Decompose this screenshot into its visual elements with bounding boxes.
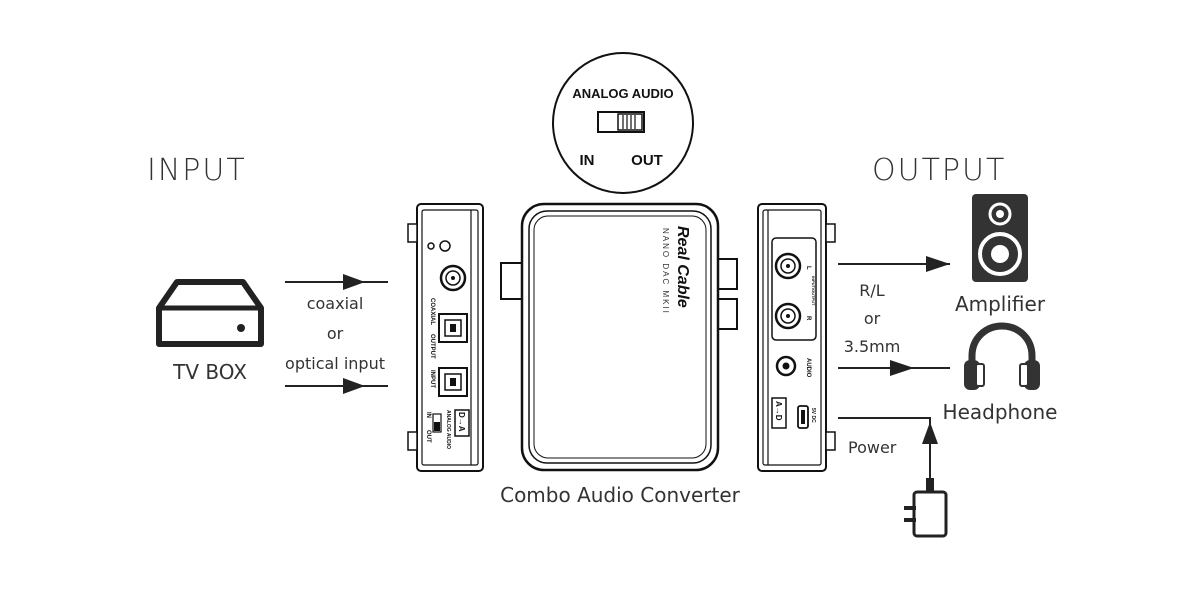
brand-logo: Real Cable — [674, 226, 691, 308]
callout-title: ANALOG AUDIO — [572, 86, 674, 101]
arrow-right-icon — [343, 274, 365, 290]
input-or-label: or — [326, 324, 344, 343]
rca-io-label: INPUT/OUTPUT — [811, 276, 816, 306]
rl-label: R/L — [859, 281, 885, 300]
rca-l-label: L — [805, 266, 811, 270]
optical-output-port — [438, 313, 468, 343]
callout-in: IN — [579, 152, 595, 169]
arrow-right-icon — [343, 378, 365, 394]
power-label: Power — [848, 438, 897, 457]
input-heading: INPUT — [147, 153, 247, 188]
left-mode-badge: D→A — [457, 412, 466, 432]
tv-box-icon — [156, 279, 264, 347]
analog-switch-small — [432, 413, 442, 433]
power-adapter-icon — [904, 478, 948, 538]
optical-label: optical input — [285, 354, 385, 373]
device-body: Real Cable NANO DAC MKII — [520, 202, 720, 472]
audio-port-label: AUDIO — [805, 358, 811, 378]
power-line — [838, 417, 938, 492]
rca-r-label: R — [805, 316, 811, 321]
jack-label: 3.5mm — [843, 337, 901, 356]
output-heading: OUTPUT — [872, 153, 1007, 188]
arrow-up-icon — [922, 422, 938, 444]
model-label: NANO DAC MKII — [661, 228, 670, 315]
device-right-panel: L R INPUT/OUTPUT AUDIO A→D 5V DC — [757, 203, 836, 472]
analog-switch — [597, 111, 645, 133]
switch-title-label: ANALOG AUDIO — [445, 410, 451, 449]
headphone-label: Headphone — [942, 400, 1058, 424]
switch-out-label: OUT — [425, 430, 431, 443]
coaxial-port-label: COAXIAL — [429, 298, 435, 325]
speaker-icon — [972, 194, 1028, 282]
usb-power-port — [797, 405, 809, 429]
amplifier-label: Amplifier — [954, 292, 1046, 316]
arrow-right-icon — [926, 256, 950, 272]
coaxial-jack — [439, 264, 467, 292]
arrow-right-icon — [890, 360, 914, 376]
coaxial-label: coaxial — [306, 294, 364, 313]
optical-output-label: OUTPUT — [429, 334, 435, 359]
optical-arrow — [285, 378, 388, 394]
output-or-label: or — [863, 309, 881, 328]
product-caption: Combo Audio Converter — [500, 483, 740, 507]
right-mode-badge: A→D — [774, 401, 783, 421]
jack-arrow — [838, 360, 950, 376]
switch-in-label: IN — [425, 412, 431, 418]
callout-out: OUT — [631, 152, 663, 169]
analog-switch-callout: ANALOG AUDIO IN OUT — [552, 52, 694, 194]
optical-input-port — [438, 367, 468, 397]
rl-arrow — [838, 256, 950, 272]
power-port-label: 5V DC — [810, 408, 816, 423]
rca-r-jack — [774, 302, 802, 330]
optical-input-label: INPUT — [429, 370, 435, 388]
aux-3-5mm-jack — [775, 355, 797, 377]
device-left-panel: COAXIAL OUTPUT INPUT IN OUT ANALOG AUDIO… — [407, 203, 484, 472]
headphone-icon — [964, 322, 1040, 390]
rca-l-jack — [774, 252, 802, 280]
coaxial-arrow — [285, 274, 388, 290]
tv-box-label: TV BOX — [173, 360, 247, 384]
